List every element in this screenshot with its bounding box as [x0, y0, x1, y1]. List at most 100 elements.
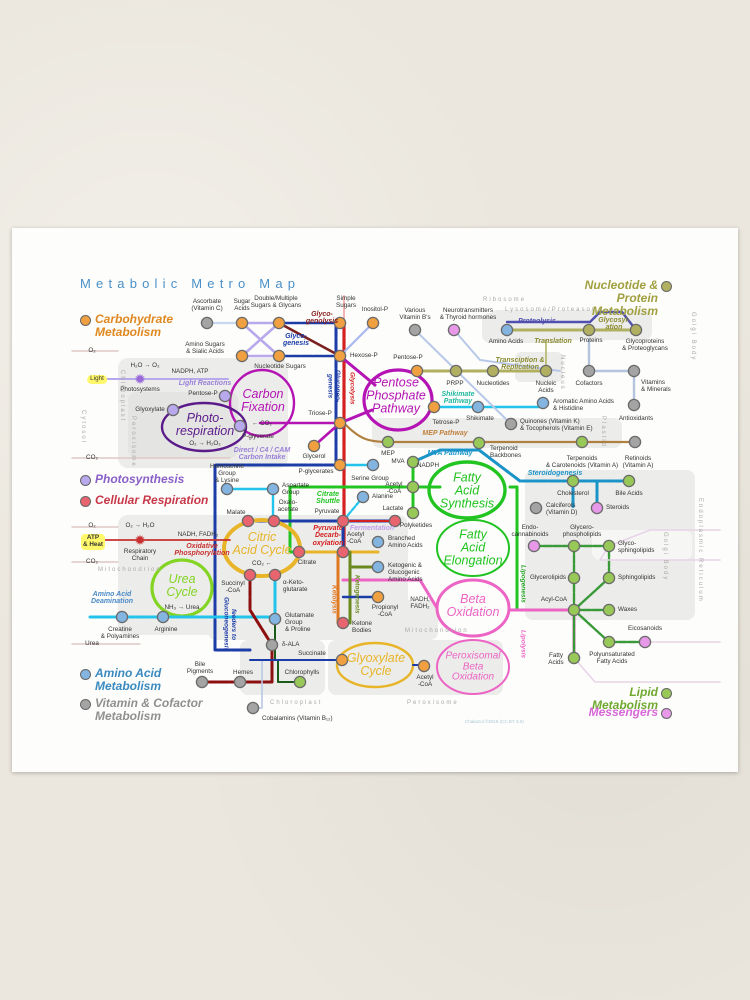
- station-vitamins-minerals[interactable]: [627, 364, 641, 378]
- station-steroids[interactable]: [590, 501, 604, 515]
- station-cobalamins[interactable]: [246, 701, 260, 715]
- station-mep[interactable]: [381, 435, 395, 449]
- station-label-aspartate: Aspartate Group: [282, 482, 309, 496]
- station-creatine[interactable]: [115, 610, 129, 624]
- station-simple-sugars[interactable]: [333, 316, 347, 330]
- station-terpenoids[interactable]: [575, 435, 589, 449]
- station-glycerolipids[interactable]: [567, 571, 581, 585]
- station-quinones[interactable]: [504, 417, 518, 431]
- station-endocannabinoids[interactable]: [527, 539, 541, 553]
- station-acetyl-coa-cyt[interactable]: [406, 480, 420, 494]
- station-label-creatine: Creatine & Polyamines: [100, 626, 140, 640]
- station-tetrose-p[interactable]: [427, 400, 441, 414]
- station-label-ala: δ-ALA: [282, 641, 300, 648]
- station-acetyl-coa-mito[interactable]: [336, 545, 350, 559]
- compartment-label-chloroplast2: Chloroplast: [270, 700, 323, 706]
- station-succinyl-coa[interactable]: [243, 568, 257, 582]
- station-p-glycerate[interactable]: [233, 419, 247, 433]
- station-neuro[interactable]: [447, 323, 461, 337]
- station-pentose-p-cf[interactable]: [218, 389, 232, 403]
- station-bile-pigments[interactable]: [195, 675, 209, 689]
- pathway-label-glycogenolysis: Glyco- genolysis: [305, 311, 339, 326]
- station-citrate[interactable]: [292, 545, 306, 559]
- station-triose-p[interactable]: [333, 416, 347, 430]
- station-cofactors[interactable]: [582, 364, 596, 378]
- station-aspartate[interactable]: [266, 482, 280, 496]
- station-label-neuro: Neurotransmitters & Thyroid hormones: [439, 307, 497, 321]
- station-fatty-acids[interactable]: [567, 651, 581, 665]
- station-succinate[interactable]: [335, 653, 349, 667]
- station-nucleic-acids[interactable]: [539, 364, 553, 378]
- station-pyruvate[interactable]: [336, 514, 350, 528]
- station-sphingolipids[interactable]: [602, 571, 616, 585]
- station-serine[interactable]: [366, 458, 380, 472]
- station-chlorophylls[interactable]: [293, 675, 307, 689]
- station-proteins[interactable]: [582, 323, 596, 337]
- sugar-cross-lines: [240, 321, 281, 358]
- station-mva[interactable]: [406, 455, 420, 469]
- station-label-waxes: Waxes: [618, 606, 638, 613]
- station-propionyl[interactable]: [371, 590, 385, 604]
- station-nucleotide-sugars[interactable]: [272, 349, 286, 363]
- station-ketone-bodies[interactable]: [336, 616, 350, 630]
- map-title: Metabolic Metro Map: [80, 276, 301, 291]
- station-oxaloacetate[interactable]: [267, 514, 281, 528]
- station-waxes[interactable]: [602, 603, 616, 617]
- station-antioxidants[interactable]: [627, 398, 641, 412]
- pathway-label-translation: Translation: [534, 338, 572, 345]
- glycogenesis-line: [277, 321, 346, 358]
- station-glyoxylate[interactable]: [166, 403, 180, 417]
- station-glutamate[interactable]: [268, 612, 282, 626]
- station-sugar-acids[interactable]: [235, 316, 249, 330]
- station-shikimate[interactable]: [471, 400, 485, 414]
- peroxisomal-beta-loop: [436, 639, 510, 695]
- station-acyl-coa[interactable]: [567, 603, 581, 617]
- station-glycerol[interactable]: [307, 439, 321, 453]
- station-ketogenic[interactable]: [371, 560, 385, 574]
- station-arginine[interactable]: [156, 610, 170, 624]
- station-nucleotides[interactable]: [486, 364, 500, 378]
- station-amino-acids[interactable]: [500, 323, 514, 337]
- station-glycosphingolipids[interactable]: [602, 539, 616, 553]
- station-hexose-p[interactable]: [333, 349, 347, 363]
- pathway-label-carbon-intake: Direct / C4 / CAM Carbon Intake: [233, 447, 291, 462]
- station-hemes[interactable]: [233, 675, 247, 689]
- station-cholesterol[interactable]: [566, 474, 580, 488]
- station-homoserine[interactable]: [220, 482, 234, 496]
- station-branched[interactable]: [371, 535, 385, 549]
- station-label-pyruvate: Pyruvate: [314, 508, 340, 515]
- station-glycerophospholipids[interactable]: [567, 539, 581, 553]
- station-inositol[interactable]: [366, 316, 380, 330]
- legend-dot-respiration: [80, 496, 91, 507]
- station-ascorbate[interactable]: [200, 316, 214, 330]
- station-terpenoid-backbones[interactable]: [472, 436, 486, 450]
- station-amino-sugars[interactable]: [235, 349, 249, 363]
- station-ala[interactable]: [265, 638, 279, 652]
- station-p-glycerates[interactable]: [333, 458, 347, 472]
- station-label-eicosanoids: Eicosanoids: [628, 625, 662, 632]
- station-akg[interactable]: [268, 568, 282, 582]
- station-prpp[interactable]: [449, 364, 463, 378]
- station-vitamin-b[interactable]: [408, 323, 422, 337]
- station-aromatic[interactable]: [536, 396, 550, 410]
- legend-photosynthesis: Photosynthesis: [95, 472, 185, 486]
- station-label-vitamins-minerals: Vitamins & Minerals: [641, 379, 671, 393]
- station-bile-acids[interactable]: [622, 474, 636, 488]
- station-glycoproteins[interactable]: [629, 323, 643, 337]
- station-lactate[interactable]: [388, 514, 402, 528]
- station-malate[interactable]: [241, 514, 255, 528]
- station-eicosanoids[interactable]: [638, 635, 652, 649]
- station-label-p-glycerates: P-glycerates: [298, 468, 334, 475]
- station-multi-sugars[interactable]: [272, 316, 286, 330]
- station-label-tetrose-p: Tetrose-P: [432, 419, 460, 426]
- station-alanine[interactable]: [356, 490, 370, 504]
- station-label-steroids: Steroids: [606, 504, 630, 511]
- station-label-citrate: Citrate: [297, 559, 317, 566]
- station-pufa[interactable]: [602, 635, 616, 649]
- station-acetyl-coa-perox[interactable]: [417, 659, 431, 673]
- legend-dot-carbohydrate: [80, 315, 91, 326]
- station-polyketides[interactable]: [406, 506, 420, 520]
- station-calciferols[interactable]: [529, 501, 543, 515]
- station-retinoids[interactable]: [628, 435, 642, 449]
- station-pentose-p[interactable]: [410, 364, 424, 378]
